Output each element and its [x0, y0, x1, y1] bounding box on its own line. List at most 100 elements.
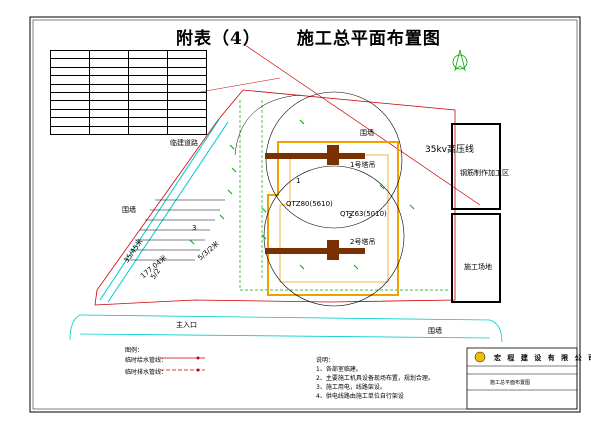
label-crane-1-model: QTZ80(5610)	[286, 200, 333, 208]
table-row	[50, 108, 207, 119]
table-cell	[167, 66, 207, 77]
table-cell	[167, 49, 207, 60]
table-cell	[50, 66, 90, 77]
table-cell	[89, 66, 129, 77]
table-row	[50, 100, 207, 110]
table-cell	[128, 83, 168, 93]
notes-heading: 说明：	[316, 357, 335, 364]
table-cell	[89, 91, 129, 102]
sheet-name: 施工总平面布置图	[490, 380, 531, 386]
table-cell	[50, 58, 90, 68]
road-curve-left	[69, 314, 81, 341]
table-cell	[167, 83, 207, 93]
table-cell	[128, 49, 168, 60]
road-bottom	[79, 314, 491, 339]
crane-radius-1	[265, 91, 403, 229]
green-markers	[189, 119, 415, 270]
table-cell	[128, 75, 168, 85]
table-cell	[50, 108, 90, 119]
drawing-frame-outer	[29, 16, 581, 413]
dimension-ticks-left	[125, 199, 225, 261]
table-cell	[167, 108, 207, 119]
note-item: 2、主要施工机具设备现场布置，规划合理。	[316, 375, 434, 382]
table-cell	[50, 125, 90, 135]
table-cell	[89, 83, 129, 93]
table-row	[50, 125, 207, 135]
table-cell	[128, 91, 168, 102]
legend-heading: 图例：	[125, 347, 144, 354]
road-curve-right	[489, 319, 503, 343]
label-crane-2: 2	[348, 212, 353, 220]
building-site-area	[451, 213, 501, 303]
table-cell	[89, 58, 129, 68]
power-line	[244, 44, 481, 206]
facility-table	[50, 43, 207, 135]
tower-crane-1-base	[327, 145, 339, 165]
label-rebar-area: 钢筋制作加工区	[460, 169, 509, 177]
note-item: 1、各部室临建。	[316, 366, 362, 373]
tower-crane-1-jib	[265, 153, 365, 159]
site-road-green	[239, 100, 450, 291]
table-cell	[128, 108, 168, 119]
table-cell	[167, 125, 207, 135]
table-cell	[50, 75, 90, 85]
label-entrance: 主入口	[176, 321, 197, 329]
table-cell	[89, 125, 129, 135]
table-cell	[50, 117, 90, 127]
title-prefix: 附表（4）	[176, 29, 261, 49]
table-cell	[128, 100, 168, 110]
legend-marker-water	[196, 356, 200, 360]
table-cell	[167, 75, 207, 85]
table-cell	[167, 100, 207, 110]
drawing-frame-inner	[32, 19, 578, 410]
building-outline	[267, 141, 399, 296]
label-fence-bottom: 围墙	[428, 327, 442, 335]
title-main: 施工总平面布置图	[296, 29, 441, 49]
table-cell	[50, 49, 90, 60]
table-cell	[167, 91, 207, 102]
table-cell	[89, 75, 129, 85]
table-row	[50, 49, 207, 60]
title-block	[466, 347, 578, 410]
table-cell	[128, 66, 168, 77]
table-cell	[89, 100, 129, 110]
label-crane-2-model: QTZ63(5010)	[340, 210, 387, 218]
building-inner	[279, 154, 389, 283]
table-row	[50, 91, 207, 102]
power-line-2	[199, 77, 281, 93]
table-cell	[128, 58, 168, 68]
label-power-line: 35kv高压线	[425, 145, 474, 155]
facility-table-caption	[50, 43, 207, 50]
table-cell	[50, 83, 90, 93]
table-row	[50, 117, 207, 127]
table-cell	[128, 125, 168, 135]
label-tower-2: 2号塔吊	[350, 238, 376, 246]
road-left-diagonal	[99, 117, 229, 303]
note-item: 3、施工用电，线路架设。	[316, 384, 386, 391]
building-rebar-area	[451, 123, 501, 210]
table-row	[50, 83, 207, 93]
table-row	[50, 75, 207, 85]
north-arrow	[454, 49, 466, 72]
company-logo-icon	[474, 351, 486, 363]
legend-item-water: 临时给水管线：	[125, 357, 168, 364]
legend-marker-drain	[196, 368, 200, 372]
crane-radius-2	[263, 165, 405, 307]
table-cell	[89, 108, 129, 119]
label-fence-left: 围墙	[122, 206, 136, 214]
page-title: 附表（4） 施工总平面布置图	[176, 24, 441, 49]
crane-radius-partial	[234, 94, 301, 156]
tower-crane-2-jib	[265, 248, 365, 254]
notes-block: 说明： 1、各部室临建。 2、主要施工机具设备现场布置，规划合理。 3、施工用电…	[316, 356, 434, 401]
table-cell	[167, 117, 207, 127]
tower-crane-2-base	[327, 240, 339, 260]
label-crane-3: 3	[192, 224, 197, 232]
label-fence-top: 围墙	[360, 129, 374, 137]
table-row	[50, 58, 207, 68]
north-arrow-circle	[452, 54, 468, 70]
fence-site	[94, 89, 456, 306]
table-cell	[89, 117, 129, 127]
label-tower-1: 1号塔吊	[350, 161, 376, 169]
table-cell	[167, 58, 207, 68]
